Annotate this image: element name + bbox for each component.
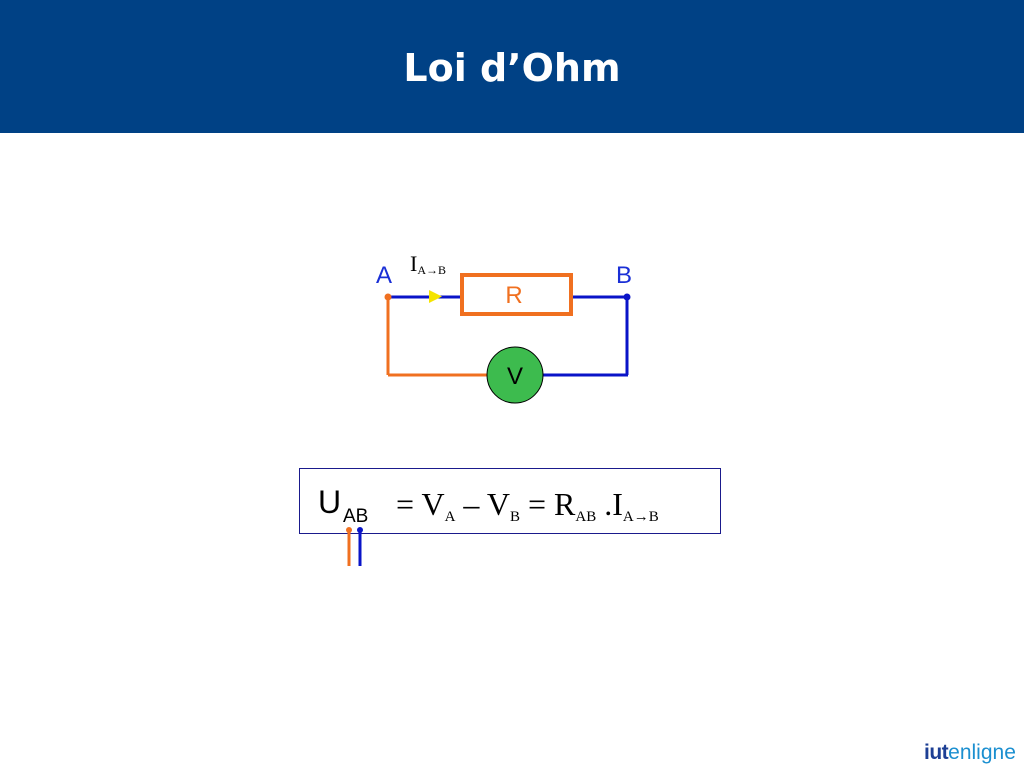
iut-enligne-logo: iutenligne [924, 740, 1016, 766]
node-b-dot [623, 293, 631, 301]
formula-u-symbol: U [318, 484, 342, 520]
formula-vb-sub: B [509, 509, 520, 525]
logo-part-enligne: enligne [948, 741, 1016, 764]
formula-eq2: = R [519, 486, 576, 522]
voltmeter [486, 346, 544, 404]
formula-minus-vb: – V [455, 486, 510, 522]
resistor-label: R [505, 282, 522, 309]
current-symbol: I [410, 251, 417, 276]
current-label: IA→B [410, 251, 446, 277]
resistor [460, 273, 573, 316]
node-a-dot [384, 293, 392, 301]
formula-rab-sub: AB [575, 509, 597, 525]
formula-expression: = VA – VB = RAB .IA→B [396, 484, 659, 537]
formula-box [299, 468, 721, 534]
node-a-label: A [376, 262, 392, 289]
slide-title: Loi d’Ohm [403, 46, 621, 90]
voltmeter-label: V [507, 363, 523, 390]
circuit-diagram: R A B IA→B V [376, 251, 632, 404]
current-subscript: A→B [417, 263, 446, 277]
title-bar: Loi d’Ohm [0, 0, 1024, 133]
formula-dot-i: .I [596, 486, 623, 522]
formula-u-subscript: AB [343, 506, 369, 527]
logo-part-iut: iut [924, 741, 949, 764]
node-b-label: B [616, 262, 632, 289]
current-arrow-icon [429, 290, 442, 303]
formula-iab-sub: A→B [622, 509, 659, 525]
voltage-probes [346, 527, 363, 566]
formula-eq1: = V [396, 486, 445, 522]
formula-va-sub: A [444, 509, 456, 525]
